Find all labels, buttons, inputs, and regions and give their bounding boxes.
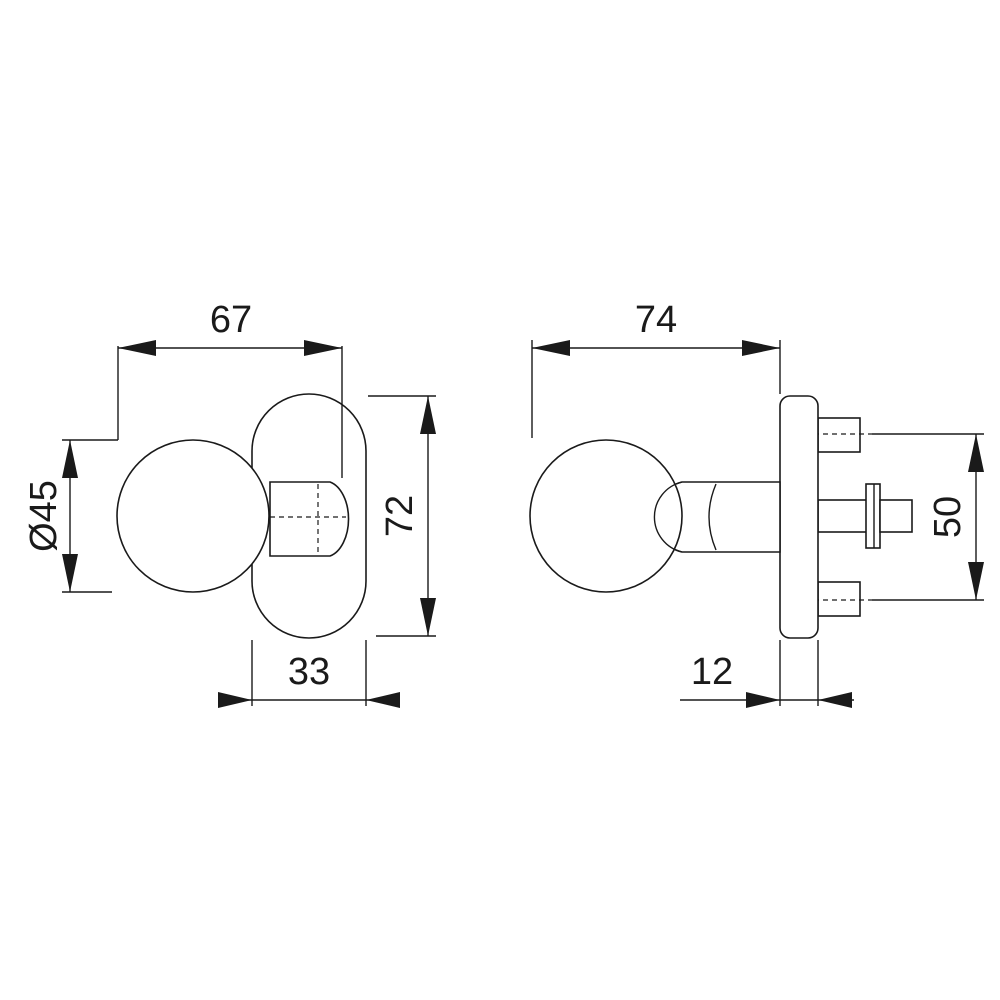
dimension-67: 67 [117,299,343,478]
dimension-arrow [366,692,400,708]
screw-bottom [817,581,861,617]
dimension-arrow [968,434,984,472]
dimension-50: 50 [872,433,984,601]
dimension-arrow [420,598,436,636]
dimension-12: 12 [680,640,854,708]
dimension-arrow [746,692,780,708]
dimension-arrow [62,554,78,592]
side-view: 74 50 12 [529,299,984,708]
dimension-72: 72 [368,395,436,637]
dimension-33: 33 [218,640,400,708]
knob-ball-front [116,439,270,593]
dimension-arrow [742,340,780,356]
dimension-67-label: 67 [210,299,252,341]
dimension-arrow [118,340,156,356]
dimension-50-label: 50 [927,496,969,538]
dimension-arrow [218,692,252,708]
dimension-74: 74 [531,299,781,438]
dimension-diameter-45: Ø45 [23,439,118,593]
dimension-arrow [304,340,342,356]
front-view: 67 Ø45 72 33 [23,299,436,708]
rose-plate-side [779,395,819,639]
dimension-arrow [62,440,78,478]
dimension-74-label: 74 [635,299,677,341]
dimension-diameter-45-label: Ø45 [23,480,65,552]
dimension-33-label: 33 [288,651,330,693]
spindle-washer [865,483,881,549]
knob-ball-side [529,439,683,593]
dimension-arrow [968,562,984,600]
screw-top [817,417,861,453]
knob-neck [269,481,350,557]
neck-shoulder-line [708,483,717,551]
spindle-tip [879,499,913,533]
dimension-arrow [818,692,852,708]
dimension-arrow [532,340,570,356]
dimension-arrow [420,396,436,434]
dimension-72-label: 72 [379,495,421,537]
dimension-12-label: 12 [691,651,733,693]
